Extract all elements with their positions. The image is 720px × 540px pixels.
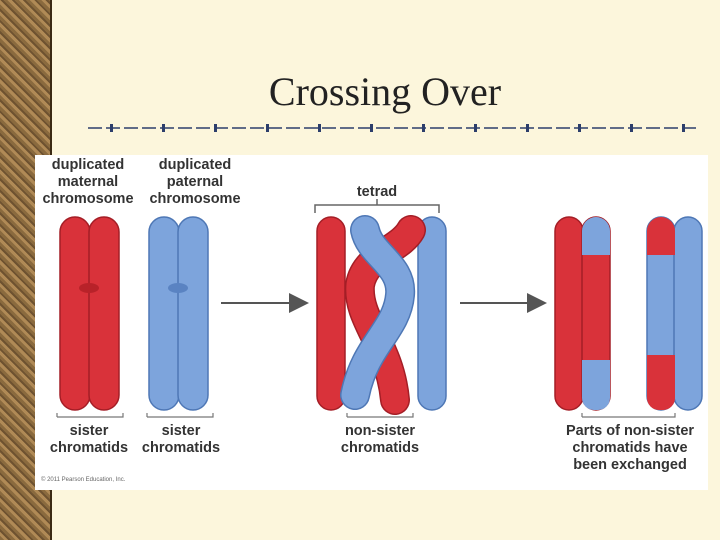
maternal-label: duplicated maternal chromosome [33,157,143,208]
exchanged-maternal-chromosome [554,216,611,411]
sister1-bracket [56,413,124,418]
nonsister-chromatids-label: non-sister chromatids [325,423,435,457]
paternal-label-line1: duplicated [158,157,232,173]
title-divider [88,124,698,132]
crossing-over-diagram: duplicated maternal chromosome duplicate… [35,155,708,490]
sister2-bracket [146,413,214,418]
sister1-line1: sister [69,423,109,439]
paternal-label: duplicated paternal chromosome [143,157,247,208]
sister-chromatids-label-2: sister chromatids [135,423,227,457]
paternal-label-line3: chromosome [149,191,241,207]
sister1-line2: chromatids [49,440,129,456]
tetrad-bracket [314,199,440,213]
tetrad-label: tetrad [356,184,398,200]
tetrad-chromosomes [316,215,447,415]
exchanged-label: Parts of non-sister chromatids have been… [550,423,710,474]
exchanged-line2: chromatids have [572,440,688,456]
maternal-label-line3: chromosome [42,191,134,207]
nonsister-line2: chromatids [340,440,420,456]
copyright-credit: © 2011 Pearson Education, Inc. [41,477,126,483]
paternal-chromosome [148,216,209,411]
sister2-line2: chromatids [141,440,221,456]
exchanged-paternal-chromosome [646,216,703,411]
diagram-art [56,199,703,418]
slide-title: Crossing Over [268,69,502,114]
exchanged-line3: been exchanged [573,457,687,473]
maternal-chromosome [59,216,120,411]
nonsister-line1: non-sister [344,423,416,439]
maternal-label-line2: maternal [57,174,119,190]
exchanged-line1: Parts of non-sister [565,423,695,439]
nonsister-bracket [346,413,414,418]
maternal-label-line1: duplicated [51,157,125,173]
sister-chromatids-label-1: sister chromatids [43,423,135,457]
exchanged-bracket [581,413,676,418]
sister2-line1: sister [161,423,201,439]
paternal-label-line2: paternal [166,174,224,190]
